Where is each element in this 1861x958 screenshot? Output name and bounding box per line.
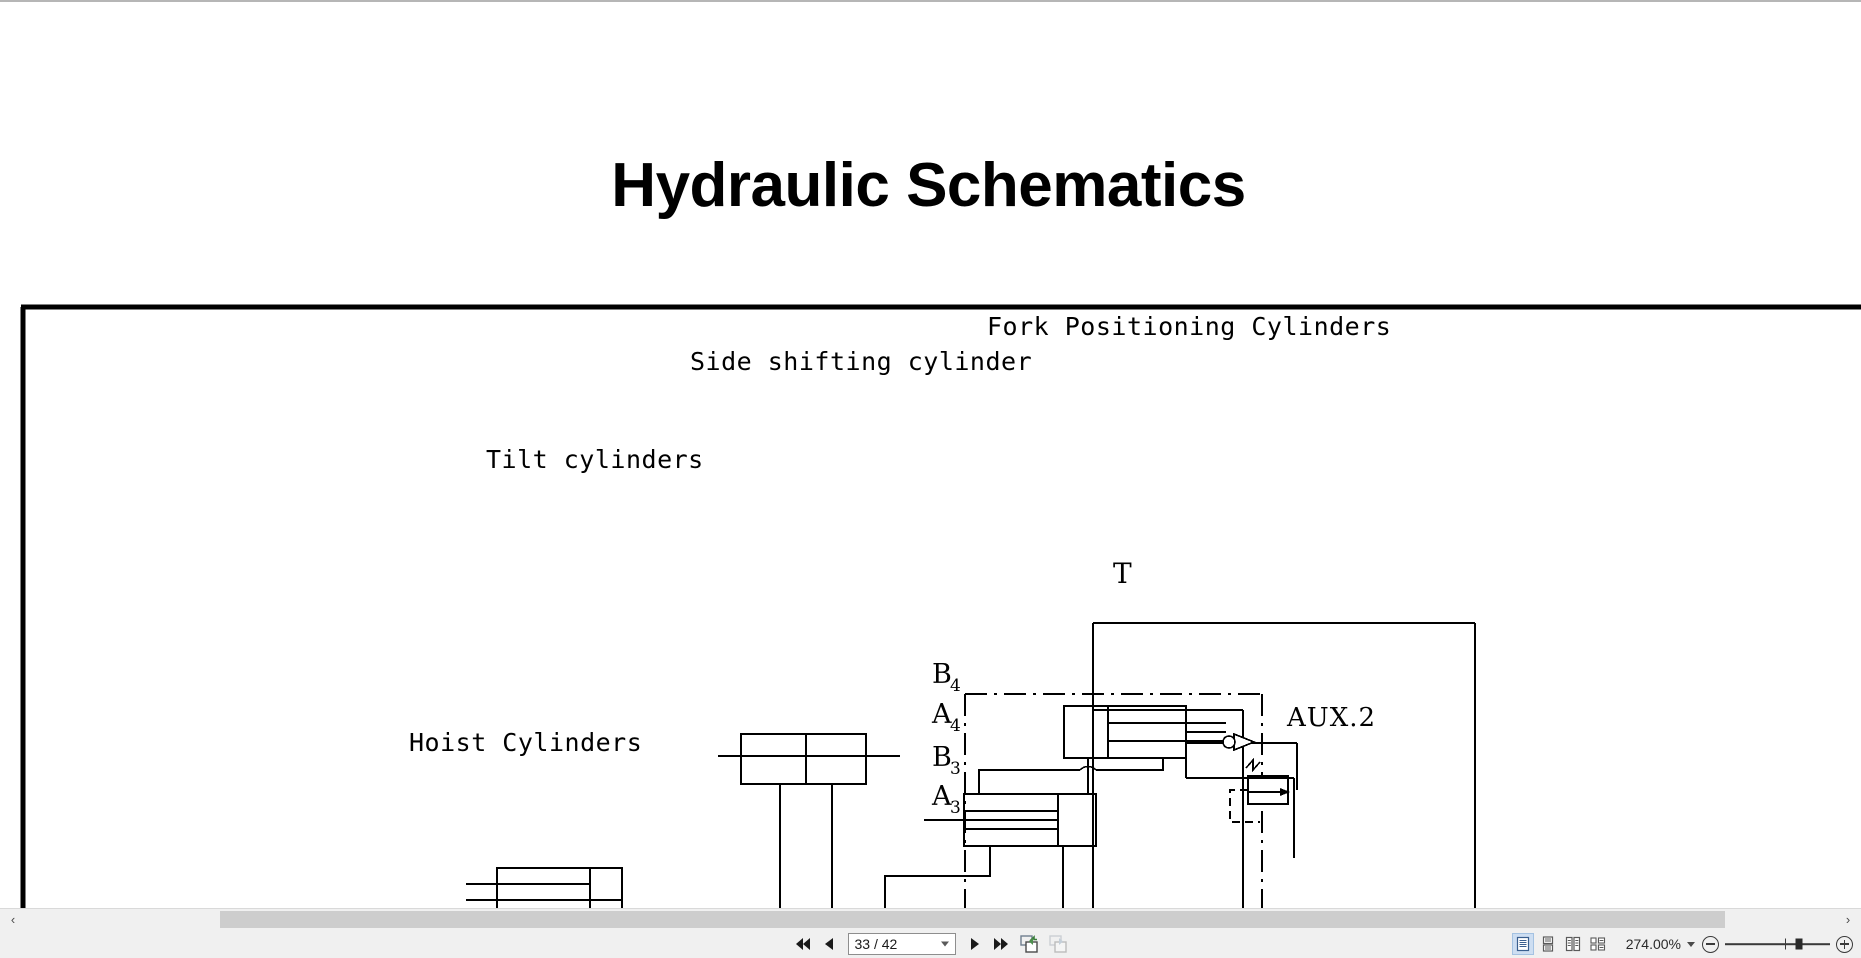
- svg-text:A: A: [931, 699, 952, 730]
- zoom-in-button[interactable]: [1836, 935, 1853, 953]
- view-mode-two-page[interactable]: [1562, 933, 1584, 955]
- bottom-toolbar: 274.00%: [0, 930, 1861, 958]
- two-page-continuous-icon: [1590, 937, 1605, 951]
- two-page-icon: [1565, 936, 1580, 952]
- label-fork-positioning-cylinders: Fork Positioning Cylinders: [987, 312, 1391, 341]
- port-label-b4: B 4: [932, 659, 961, 696]
- hydraulic-schematic-drawing: Tilt cylinders Side shifting cylinder Fo…: [0, 298, 1861, 908]
- plus-icon-vertical: [1843, 939, 1846, 949]
- horizontal-scrollbar[interactable]: ‹ ›: [0, 908, 1861, 930]
- svg-text:B: B: [932, 742, 952, 773]
- page-dropdown-caret-icon[interactable]: [940, 941, 949, 947]
- page-navigation-group: [0, 930, 1861, 958]
- scroll-right-arrow-icon[interactable]: ›: [1837, 909, 1859, 930]
- scrollbar-track[interactable]: [24, 909, 1837, 930]
- viewport-top-rule: [0, 0, 1861, 2]
- page-number-field[interactable]: [847, 933, 956, 955]
- zoom-slider-tick: [1784, 938, 1787, 950]
- port-label-a3: A 3: [931, 781, 961, 818]
- svg-text:3: 3: [950, 798, 961, 818]
- label-aux-2: AUX.2: [1286, 703, 1376, 733]
- next-page-button[interactable]: [962, 932, 988, 956]
- previous-page-icon: [824, 938, 833, 950]
- view-mode-single-page[interactable]: [1511, 933, 1534, 955]
- svg-text:3: 3: [950, 759, 961, 779]
- label-side-shifting-cylinder: Side shifting cylinder: [690, 347, 1032, 376]
- svg-text:B: B: [932, 659, 952, 690]
- minus-icon: [1706, 943, 1715, 945]
- zoom-out-button[interactable]: [1702, 935, 1719, 953]
- previous-page-button[interactable]: [816, 932, 842, 956]
- label-port-t: T: [1113, 557, 1132, 590]
- view-mode-continuous[interactable]: [1537, 933, 1559, 955]
- port-label-a4: A 4: [931, 699, 961, 736]
- single-page-icon: [1516, 936, 1529, 952]
- previous-view-button[interactable]: [1017, 932, 1043, 956]
- scroll-left-arrow-icon[interactable]: ‹: [2, 909, 24, 930]
- page-viewport[interactable]: Hydraulic Schematics: [0, 2, 1861, 908]
- zoom-dropdown-caret-icon[interactable]: [1687, 941, 1695, 947]
- port-label-b3: B 3: [932, 742, 961, 779]
- next-page-icon: [970, 938, 979, 950]
- zoom-level-label[interactable]: 274.00%: [1625, 936, 1681, 952]
- page-number-input[interactable]: [848, 935, 937, 953]
- pdf-page: Hydraulic Schematics: [0, 2, 1861, 908]
- first-page-icon: [795, 938, 810, 950]
- svg-text:A: A: [931, 781, 952, 812]
- page-title: Hydraulic Schematics: [0, 150, 1861, 221]
- previous-view-icon: [1019, 935, 1038, 953]
- view-mode-two-page-continuous[interactable]: [1587, 933, 1609, 955]
- svg-text:4: 4: [950, 676, 961, 696]
- label-tilt-cylinders: Tilt cylinders: [486, 445, 704, 474]
- svg-text:4: 4: [950, 716, 961, 736]
- zoom-slider-rail: [1725, 943, 1830, 945]
- zoom-slider[interactable]: [1725, 936, 1830, 953]
- continuous-page-icon: [1542, 936, 1553, 952]
- next-view-icon: [1048, 935, 1067, 953]
- view-and-zoom-group: 274.00%: [1511, 930, 1853, 958]
- zoom-slider-knob[interactable]: [1795, 938, 1802, 950]
- first-page-button[interactable]: [790, 932, 816, 956]
- label-hoist-cylinders: Hoist Cylinders: [409, 728, 642, 757]
- last-page-button[interactable]: [988, 932, 1014, 956]
- page-title-text: Hydraulic Schematics: [611, 151, 1246, 220]
- next-view-button[interactable]: [1046, 932, 1072, 956]
- last-page-icon: [993, 938, 1008, 950]
- scrollbar-thumb[interactable]: [220, 911, 1725, 928]
